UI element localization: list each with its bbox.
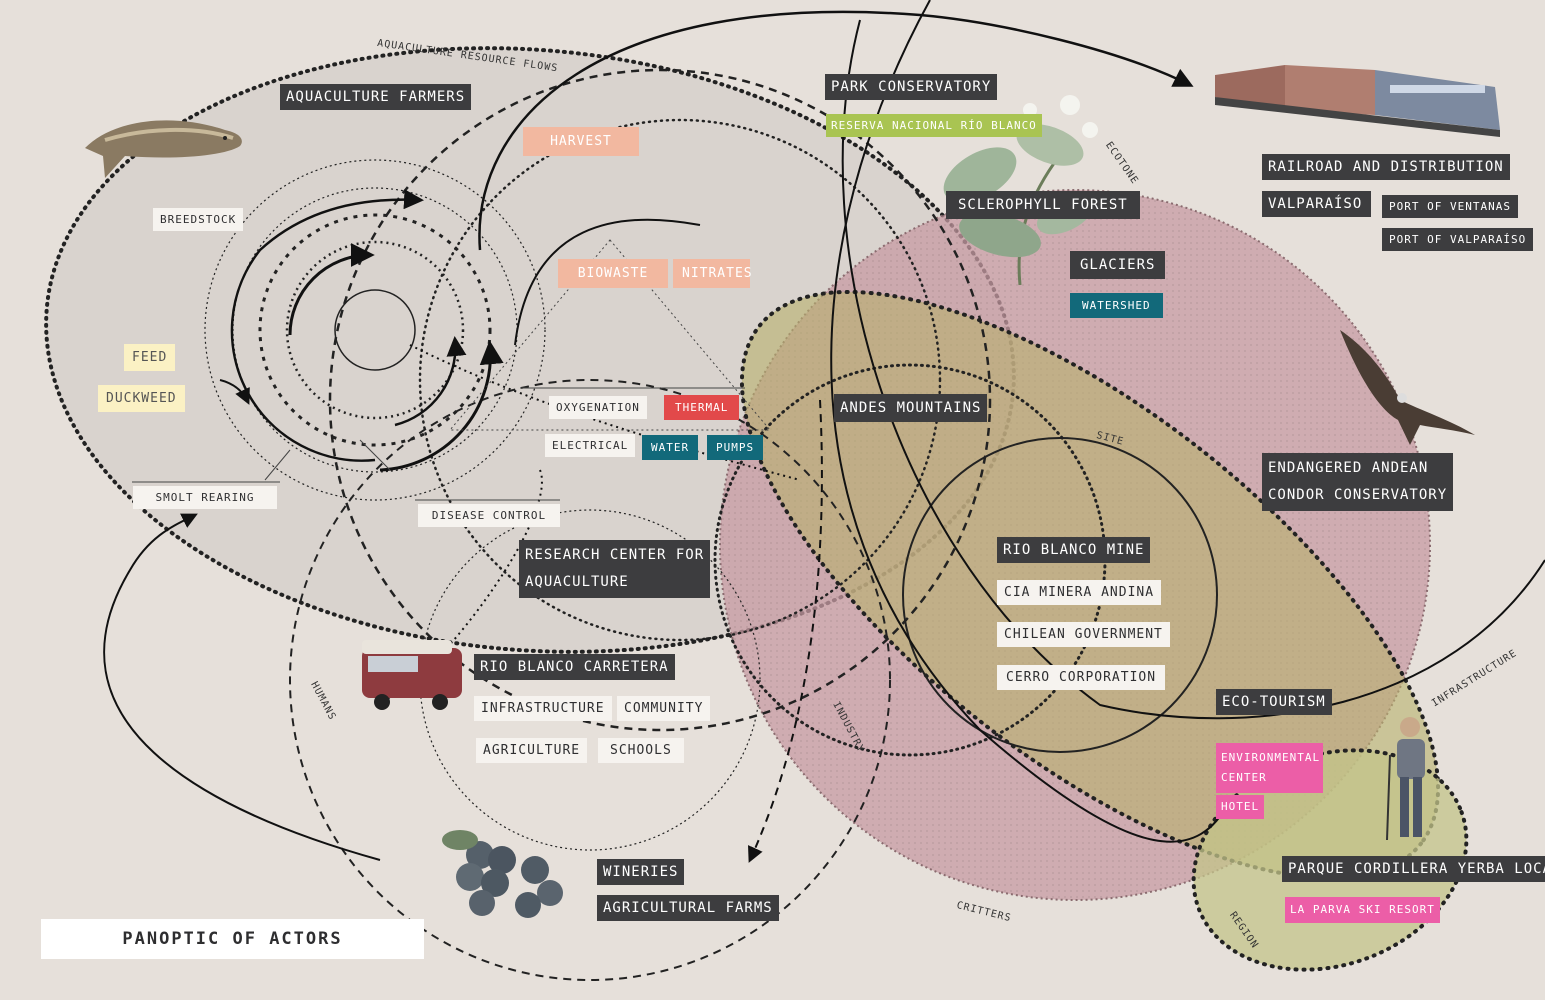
railroad-distribution-label: RAILROAD AND DISTRIBUTION (1262, 154, 1510, 180)
schools-label: SCHOOLS (598, 738, 684, 763)
infrastructure-label: INFRASTRUCTURE (474, 696, 612, 721)
pumps-label: PUMPS (707, 435, 764, 460)
thermal-label: THERMAL (664, 395, 740, 420)
electrical-label: ELECTRICAL (545, 434, 636, 457)
breedstock-label: BREEDSTOCK (153, 208, 244, 231)
andes-mountains-label: ANDES MOUNTAINS (834, 394, 988, 422)
agriculture-label: AGRICULTURE (476, 738, 588, 763)
chilean-government-label: CHILEAN GOVERNMENT (997, 622, 1170, 647)
smolt-rearing-label: SMOLT REARING (133, 486, 277, 509)
flow-arrows (379, 344, 823, 863)
condor-icon (1340, 330, 1475, 445)
aquaculture-farmers-label: AQUACULTURE FARMERS (280, 84, 472, 110)
andes-zone-edge (719, 189, 1431, 901)
disease-control-label: DISEASE CONTROL (418, 504, 560, 527)
rio-blanco-mine-label: RIO BLANCO MINE (997, 537, 1151, 563)
research-center-label: RESEARCH CENTER FOR AQUACULTURE (519, 540, 711, 598)
rio-blanco-carretera-label: RIO BLANCO CARRETERA (474, 654, 675, 680)
parque-cordillera-label: PARQUE CORDILLERA YERBA LOCA (1282, 856, 1545, 882)
glaciers-label: GLACIERS (1070, 251, 1166, 279)
research-center-line1: RESEARCH CENTER FOR (525, 547, 705, 563)
cerro-corporation-label: CERRO CORPORATION (997, 665, 1166, 690)
research-center-line2: AQUACULTURE (525, 574, 629, 590)
oxygenation-label: OXYGENATION (549, 396, 647, 419)
condor-line2: CONDOR CONSERVATORY (1268, 487, 1448, 503)
la-parva-label: LA PARVA SKI RESORT (1285, 897, 1440, 923)
sclerophyll-forest-label: SCLEROPHYLL FOREST (946, 191, 1140, 219)
nitrates-label: NITRATES (673, 259, 752, 288)
reserva-nacional-label: RESERVA NACIONAL RÍO BLANCO (826, 114, 1042, 137)
port-ventanas-label: PORT OF VENTANAS (1382, 195, 1518, 218)
feed-label: FEED (124, 344, 176, 371)
flow-arcs (103, 0, 1545, 861)
water-label: WATER (642, 435, 699, 460)
triangle-lines (132, 239, 772, 501)
hotel-label: HOTEL (1216, 795, 1265, 819)
trout-fish-icon (85, 120, 242, 178)
cia-minera-label: CIA MINERA ANDINA (997, 580, 1162, 605)
harvest-label: HARVEST (523, 127, 639, 156)
agricultural-farms-label: AGRICULTURAL FARMS (597, 895, 779, 921)
port-valparaiso-label: PORT OF VALPARAÍSO (1382, 228, 1534, 251)
region-zone-border (1191, 748, 1469, 972)
condor-line1: ENDANGERED ANDEAN (1268, 460, 1429, 476)
grapes-icon (442, 830, 563, 918)
eco-tourism-label: ECO-TOURISM (1216, 689, 1332, 715)
page-title: PANOPTIC OF ACTORS (41, 919, 424, 959)
environmental-line2: CENTER (1221, 771, 1267, 784)
park-conservatory-label: PARK CONSERVATORY (825, 74, 998, 100)
valparaiso-label: VALPARAÍSO (1262, 191, 1372, 217)
duckweed-label: DUCKWEED (98, 385, 185, 412)
environmental-center-label: ENVIRONMENTAL CENTER (1216, 743, 1323, 793)
wineries-label: WINERIES (597, 859, 685, 885)
train-icon (1215, 65, 1500, 137)
bus-icon (362, 640, 462, 710)
watershed-label: WATERSHED (1070, 293, 1163, 318)
community-label: COMMUNITY (617, 696, 711, 721)
biowaste-label: BIOWASTE (558, 259, 668, 288)
environmental-line1: ENVIRONMENTAL (1221, 751, 1321, 764)
hiker-icon (1386, 717, 1425, 841)
condor-conservatory-label: ENDANGERED ANDEAN CONDOR CONSERVATORY (1262, 453, 1454, 511)
